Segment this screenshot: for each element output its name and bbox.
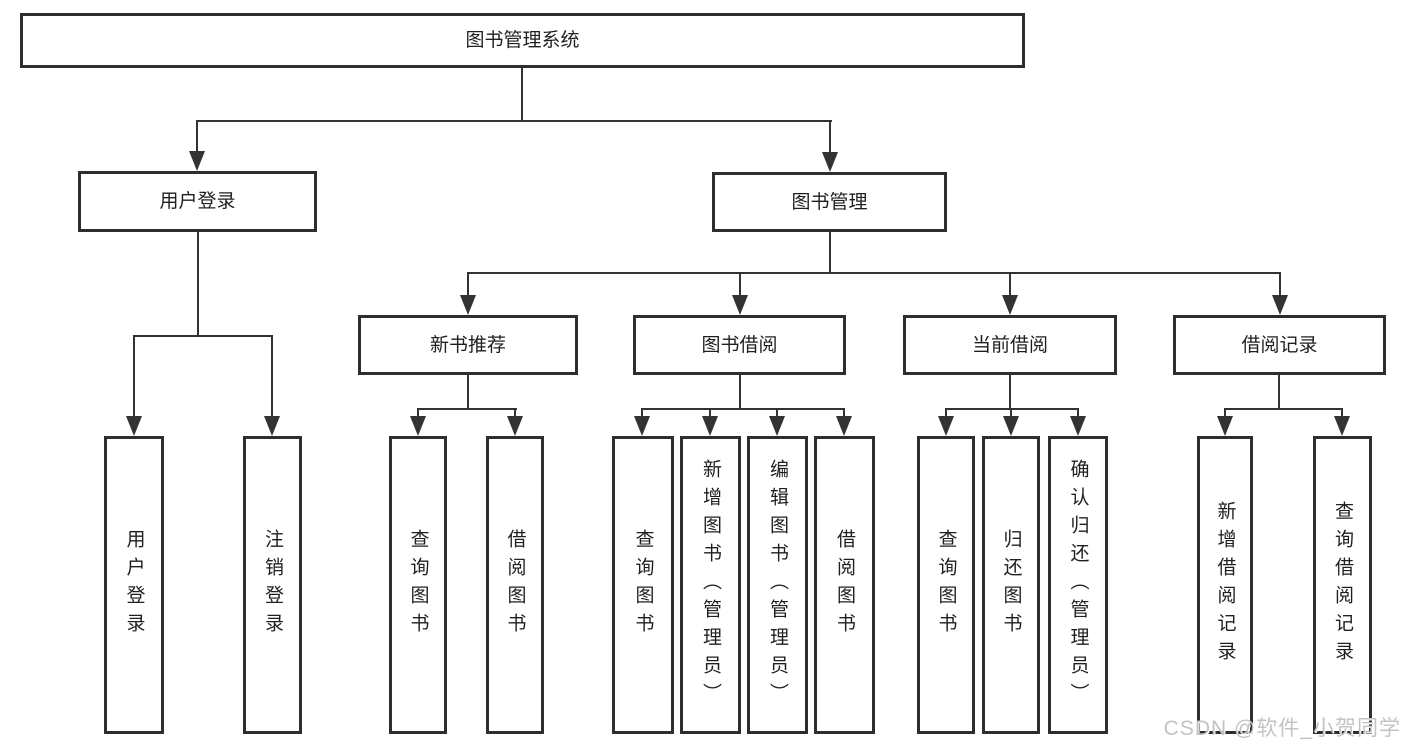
node-book-borrowing: 图书借阅 <box>633 315 846 375</box>
connector-line <box>945 408 1079 410</box>
node-label: 用户登录 <box>123 529 145 641</box>
connector-line <box>776 408 778 416</box>
leaf-query-books-recommend: 查询图书 <box>389 436 447 734</box>
node-borrowing-records: 借阅记录 <box>1173 315 1386 375</box>
connector-line <box>829 232 831 272</box>
arrowhead-down <box>769 416 785 436</box>
node-label: 注销登录 <box>262 529 283 641</box>
node-label: 借阅图书 <box>834 529 855 641</box>
connector-line <box>739 375 741 408</box>
connector-line <box>467 272 1281 274</box>
leaf-add-borrow-record: 新增借阅记录 <box>1197 436 1253 734</box>
node-label: 用户登录 <box>159 191 236 212</box>
connector-line <box>641 408 845 410</box>
watermark: CSDN @软件_小贺同学 <box>1163 717 1401 740</box>
connector-line <box>1278 375 1280 408</box>
node-current-borrowing: 当前借阅 <box>903 315 1117 375</box>
node-label: 借阅图书 <box>504 529 526 641</box>
arrowhead-down <box>822 152 838 172</box>
connector-line <box>1009 375 1011 408</box>
connector-line <box>197 232 199 335</box>
arrowhead-down <box>507 416 523 436</box>
arrowhead-down <box>1003 416 1019 436</box>
leaf-user-login: 用户登录 <box>104 436 164 734</box>
connector-line <box>1077 408 1079 416</box>
arrowhead-down <box>938 416 954 436</box>
connector-line <box>1224 408 1343 410</box>
arrowhead-down <box>1334 416 1350 436</box>
connector-line <box>843 408 845 416</box>
node-new-book-recommendation: 新书推荐 <box>358 315 578 375</box>
connector-line <box>196 120 832 122</box>
connector-line <box>133 335 273 337</box>
node-label: 图书管理系统 <box>465 30 580 51</box>
connector-line <box>271 335 273 416</box>
arrowhead-down <box>1272 295 1288 315</box>
node-label: 查询图书 <box>407 529 429 641</box>
connector-line <box>1341 408 1343 416</box>
node-label: 当前借阅 <box>971 334 1048 356</box>
node-library-system: 图书管理系统 <box>20 13 1025 68</box>
connector-line <box>1010 408 1012 416</box>
node-label: 新增图书（管理员） <box>700 459 721 711</box>
node-label: 查询图书 <box>632 529 654 641</box>
arrowhead-down <box>732 295 748 315</box>
leaf-query-books-current: 查询图书 <box>917 436 975 734</box>
connector-line <box>133 335 135 416</box>
connector-line <box>641 408 643 416</box>
arrowhead-down <box>460 295 476 315</box>
connector-line <box>1279 272 1281 295</box>
node-label: 查询借阅记录 <box>1332 501 1353 669</box>
node-label: 归还图书 <box>1000 529 1022 641</box>
connector-line <box>1224 408 1226 416</box>
node-label: 新书推荐 <box>429 334 506 356</box>
connector-line <box>945 408 947 416</box>
arrowhead-down <box>1002 295 1018 315</box>
connector-line <box>521 68 523 121</box>
leaf-confirm-return-admin: 确认归还（管理员） <box>1048 436 1108 734</box>
node-label: 借阅记录 <box>1241 334 1318 356</box>
connector-line <box>1009 272 1011 295</box>
node-label: 图书借阅 <box>701 334 778 356</box>
leaf-return-book: 归还图书 <box>982 436 1040 734</box>
arrowhead-down <box>634 416 650 436</box>
leaf-add-book-admin: 新增图书（管理员） <box>680 436 741 734</box>
node-label: 新增借阅记录 <box>1214 501 1236 669</box>
node-label: 编辑图书（管理员） <box>767 459 788 711</box>
arrowhead-down <box>189 151 205 171</box>
arrowhead-down <box>264 416 280 436</box>
arrowhead-down <box>836 416 852 436</box>
node-label: 图书管理 <box>791 191 868 213</box>
connector-line <box>467 272 469 295</box>
arrowhead-down <box>410 416 426 436</box>
connector-line <box>196 120 198 152</box>
connector-line <box>417 408 517 410</box>
leaf-borrow-books-borrowing: 借阅图书 <box>814 436 875 734</box>
leaf-logout: 注销登录 <box>243 436 302 734</box>
connector-line <box>514 408 516 416</box>
leaf-query-books-borrowing: 查询图书 <box>612 436 674 734</box>
arrowhead-down <box>1070 416 1086 436</box>
node-label: 查询图书 <box>935 529 957 641</box>
connector-line <box>709 408 711 416</box>
connector-line <box>739 272 741 295</box>
connector-line <box>467 375 469 408</box>
leaf-query-borrow-record: 查询借阅记录 <box>1313 436 1372 734</box>
leaf-edit-book-admin: 编辑图书（管理员） <box>747 436 808 734</box>
node-user-login: 用户登录 <box>78 171 317 232</box>
arrowhead-down <box>702 416 718 436</box>
connector-line <box>417 408 419 416</box>
connector-line <box>829 120 831 152</box>
leaf-borrow-books-recommend: 借阅图书 <box>486 436 544 734</box>
node-book-management: 图书管理 <box>712 172 947 232</box>
arrowhead-down <box>1217 416 1233 436</box>
node-label: 确认归还（管理员） <box>1067 459 1089 711</box>
arrowhead-down <box>126 416 142 436</box>
